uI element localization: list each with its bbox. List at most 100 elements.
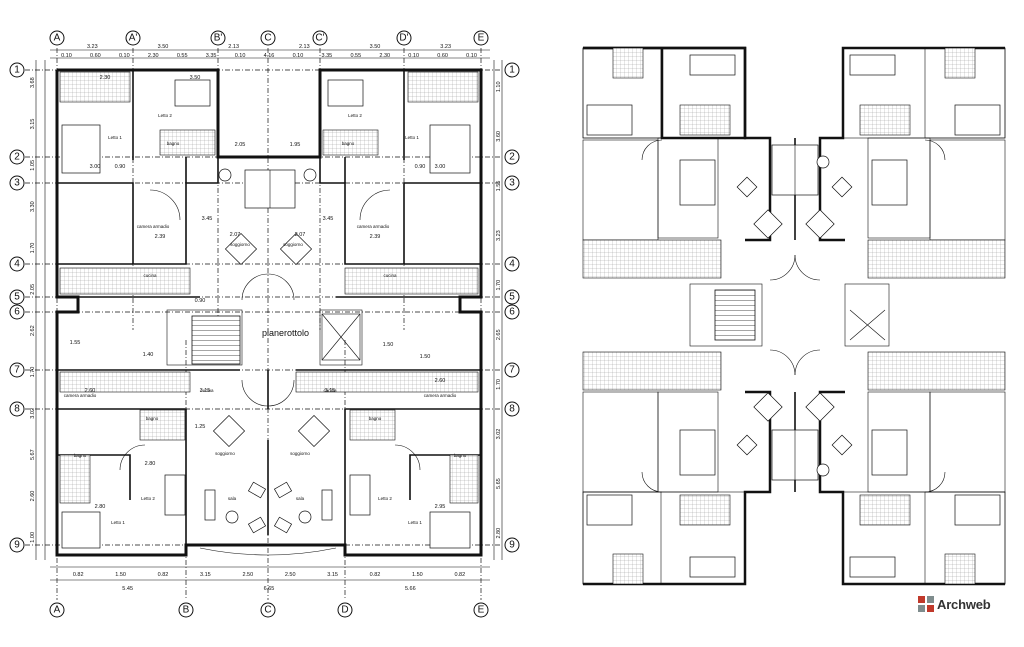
staircase bbox=[191, 315, 241, 365]
dimension-text: 1.70 bbox=[496, 280, 502, 291]
dimension-text: 2.80 bbox=[145, 461, 156, 467]
grid-bubble-label: C' bbox=[315, 33, 324, 44]
bathroom-tiles bbox=[944, 553, 976, 585]
room-label: camera armadio bbox=[64, 393, 97, 398]
dimension-text: 3.60 bbox=[496, 131, 502, 142]
dimension-text: 4.16 bbox=[264, 53, 275, 59]
dimension-text: 3.45 bbox=[323, 216, 334, 222]
room-label: soggiorno bbox=[230, 242, 250, 247]
dimension-text: 1.50 bbox=[383, 342, 394, 348]
right-floor-plan bbox=[582, 46, 1006, 586]
dimension-text: 5.67 bbox=[30, 449, 36, 460]
grid-bubble: 1 bbox=[504, 62, 520, 78]
grid-bubble-label: 9 bbox=[509, 540, 515, 551]
dimension-text: 2.62 bbox=[30, 325, 36, 336]
room-label: soggiorno bbox=[290, 451, 310, 456]
grid-bubble: D bbox=[337, 602, 353, 618]
grid-bubble: A' bbox=[125, 30, 141, 46]
dimension-text: 0.60 bbox=[90, 53, 101, 59]
dimension-text: 1.00 bbox=[30, 532, 36, 543]
grid-bubble: 8 bbox=[504, 401, 520, 417]
grid-bubble: E bbox=[473, 602, 489, 618]
dimension-text: 2.30 bbox=[100, 75, 111, 81]
dimension-text: 2.39 bbox=[155, 234, 166, 240]
stair-core bbox=[689, 283, 763, 347]
grid-bubble-label: D bbox=[341, 605, 348, 616]
dining-furniture bbox=[736, 144, 853, 481]
dimension-text: 2.07 bbox=[230, 232, 241, 238]
room-label: bagno bbox=[369, 416, 382, 421]
room-label: Letto 2 bbox=[141, 496, 155, 501]
elevator bbox=[844, 283, 890, 347]
dimension-text: 1.40 bbox=[143, 352, 154, 358]
grid-bubble-label: 9 bbox=[14, 540, 20, 551]
landing-label: pianerottolo bbox=[262, 328, 309, 338]
dimension-text: 6.65 bbox=[264, 586, 275, 592]
beds bbox=[61, 79, 471, 549]
dimension-text: 1.70 bbox=[30, 243, 36, 254]
grid-bubble: 4 bbox=[9, 256, 25, 272]
bathroom-tiles bbox=[944, 47, 976, 79]
doors bbox=[119, 189, 421, 471]
grid-bubble-label: C bbox=[264, 33, 271, 44]
grid-bubble-label: A' bbox=[129, 33, 138, 44]
dimension-text: 3.23 bbox=[496, 230, 502, 241]
kitchen-counter bbox=[295, 371, 479, 393]
dimension-text: 3.50 bbox=[158, 44, 169, 50]
dimension-text: 0.10 bbox=[119, 53, 130, 59]
room-label: cucina bbox=[200, 388, 214, 393]
beds bbox=[586, 54, 1001, 578]
dimension-text: 3.50 bbox=[190, 75, 201, 81]
dimension-text: 2.80 bbox=[95, 504, 106, 510]
grid-bubble: 6 bbox=[9, 304, 25, 320]
grid-bubble: C bbox=[260, 602, 276, 618]
grid-bubble-label: E bbox=[478, 33, 485, 44]
dimension-text: 0.10 bbox=[61, 53, 72, 59]
grid-bubble-label: B' bbox=[214, 33, 223, 44]
bathroom-tiles bbox=[139, 409, 186, 441]
grid-bubble: 8 bbox=[9, 401, 25, 417]
room-label: sala bbox=[296, 496, 305, 501]
grid-bubble: 6 bbox=[504, 304, 520, 320]
room-label: bagno bbox=[342, 141, 355, 146]
grid-bubble: C bbox=[260, 30, 276, 46]
dimension-text: 2.60 bbox=[85, 388, 96, 394]
dimension-text: 3.68 bbox=[30, 77, 36, 88]
bathroom-tiles bbox=[859, 494, 911, 526]
dimension-lines bbox=[35, 49, 503, 581]
dimension-text: 2.60 bbox=[30, 491, 36, 502]
grid-bubble-label: D' bbox=[399, 33, 408, 44]
archweb-logo: Archweb bbox=[918, 594, 991, 614]
dimension-text: 0.10 bbox=[408, 53, 419, 59]
left-dimension-texts: 3.683.151.053.301.702.052.621.703.025.67… bbox=[30, 77, 36, 542]
dimension-text: 2.80 bbox=[496, 528, 502, 539]
kitchen-counter bbox=[344, 267, 479, 295]
dimension-text: 3.35 bbox=[206, 53, 217, 59]
dimension-text: 0.90 bbox=[195, 298, 206, 304]
dimension-text: 5.65 bbox=[496, 478, 502, 489]
grid-bubble: 7 bbox=[9, 362, 25, 378]
dimension-text: 1.50 bbox=[420, 354, 431, 360]
room-label: cucina bbox=[383, 273, 397, 278]
dimension-text: 2.30 bbox=[379, 53, 390, 59]
dimension-text: 3.23 bbox=[87, 44, 98, 50]
bathroom-tiles bbox=[612, 47, 644, 79]
grid-bubble: 4 bbox=[504, 256, 520, 272]
dining-furniture bbox=[199, 168, 337, 556]
bathroom-tiles bbox=[859, 104, 911, 136]
room-label: bagno bbox=[146, 416, 159, 421]
dimension-text: 3.15 bbox=[327, 572, 338, 578]
dimension-text: 0.55 bbox=[350, 53, 361, 59]
dimension-text: 2.07 bbox=[295, 232, 306, 238]
apartment-heavy-walls bbox=[583, 46, 1005, 586]
dimension-text: 1.25 bbox=[195, 424, 206, 430]
room-label: cucina bbox=[143, 273, 157, 278]
grid-bubble-label: A bbox=[54, 33, 61, 44]
grid-bubble-label: 4 bbox=[509, 259, 515, 270]
grid-bubble: 9 bbox=[9, 537, 25, 553]
doors bbox=[641, 139, 946, 493]
